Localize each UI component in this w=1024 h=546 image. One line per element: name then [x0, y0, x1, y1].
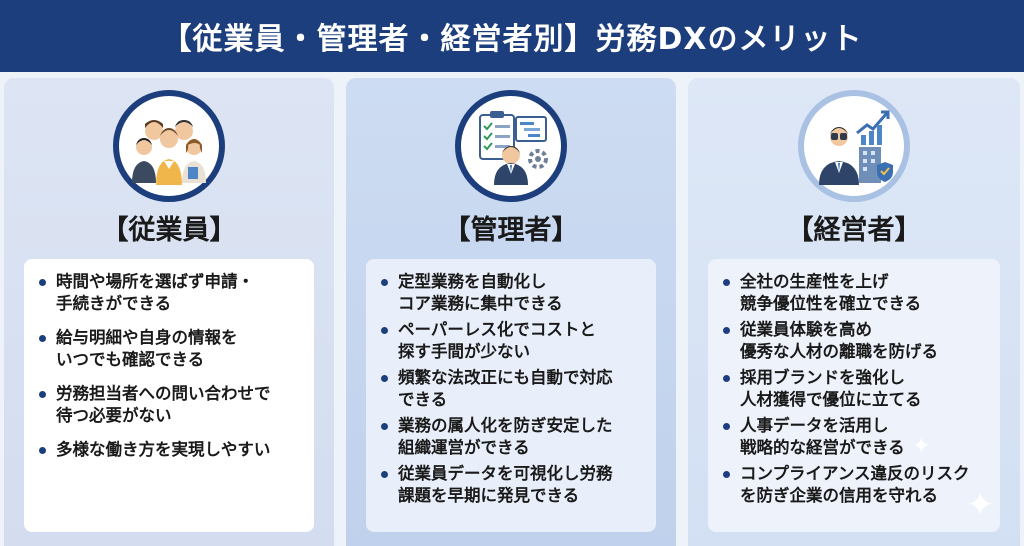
employee-benefits-card: 時間や場所を選ばず申請・ 手続きができる 給与明細や自身の情報を いつでも確認で… — [24, 259, 314, 532]
header-banner: 【従業員・管理者・経営者別】労務DXのメリット — [0, 0, 1024, 72]
sparkle-icon: ✦ — [966, 485, 995, 525]
employee-column: 【従業員】 時間や場所を選ばず申請・ 手続きができる 給与明細や自身の情報を い… — [4, 78, 334, 546]
manager-column: 【管理者】 定型業務を自動化し コア業務に集中できる ペーパーレス化でコストと … — [346, 78, 676, 546]
employee-heading: 【従業員】 — [101, 215, 237, 246]
manager-benefits-card: 定型業務を自動化し コア業務に集中できる ペーパーレス化でコストと 探す手間が少… — [366, 259, 656, 532]
executive-benefits-list: 全社の生産性を上げ 競争優位性を確立できる 従業員体験を高め 優秀な人材の離職を… — [720, 271, 990, 507]
manager-checklist-icon — [455, 90, 567, 202]
list-item: 業務の属人化を防ぎ安定した 組織運営ができる — [378, 415, 646, 459]
executive-binoculars-icon — [798, 90, 910, 202]
manager-benefits-list: 定型業務を自動化し コア業務に集中できる ペーパーレス化でコストと 探す手間が少… — [378, 271, 646, 507]
employees-group-icon — [113, 90, 225, 202]
employee-benefits-list: 時間や場所を選ばず申請・ 手続きができる 給与明細や自身の情報を いつでも確認で… — [36, 271, 304, 461]
manager-heading: 【管理者】 — [443, 215, 579, 246]
executive-heading: 【経営者】 — [786, 215, 922, 246]
list-item: 従業員データを可視化し労務 課題を早期に発見できる — [378, 463, 646, 507]
list-item: コンプライアンス違反のリスク を防ぎ企業の信用を守れる — [720, 463, 990, 507]
list-item: 従業員体験を高め 優秀な人材の離職を防げる — [720, 319, 990, 363]
list-item: 頻繁な法改正にも自動で対応 できる — [378, 367, 646, 411]
list-item: 人事データを活用し 戦略的な経営ができる — [720, 415, 990, 459]
sparkle-icon: ✦ — [912, 434, 931, 459]
executive-benefits-card: 全社の生産性を上げ 競争優位性を確立できる 従業員体験を高め 優秀な人材の離職を… — [708, 259, 1000, 532]
list-item: 労務担当者への問い合わせで 待つ必要がない — [36, 383, 304, 427]
list-item: 時間や場所を選ばず申請・ 手続きができる — [36, 271, 304, 315]
list-item: 給与明細や自身の情報を いつでも確認できる — [36, 327, 304, 371]
list-item: 採用ブランドを強化し 人材獲得で優位に立てる — [720, 367, 990, 411]
list-item: 定型業務を自動化し コア業務に集中できる — [378, 271, 646, 315]
list-item: 多様な働き方を実現しやすい — [36, 439, 304, 461]
page-title: 【従業員・管理者・経営者別】労務DXのメリット — [161, 22, 863, 57]
executive-column: 【経営者】 全社の生産性を上げ 競争優位性を確立できる 従業員体験を高め 優秀な… — [688, 78, 1020, 546]
list-item: ペーパーレス化でコストと 探す手間が少ない — [378, 319, 646, 363]
list-item: 全社の生産性を上げ 競争優位性を確立できる — [720, 271, 990, 315]
